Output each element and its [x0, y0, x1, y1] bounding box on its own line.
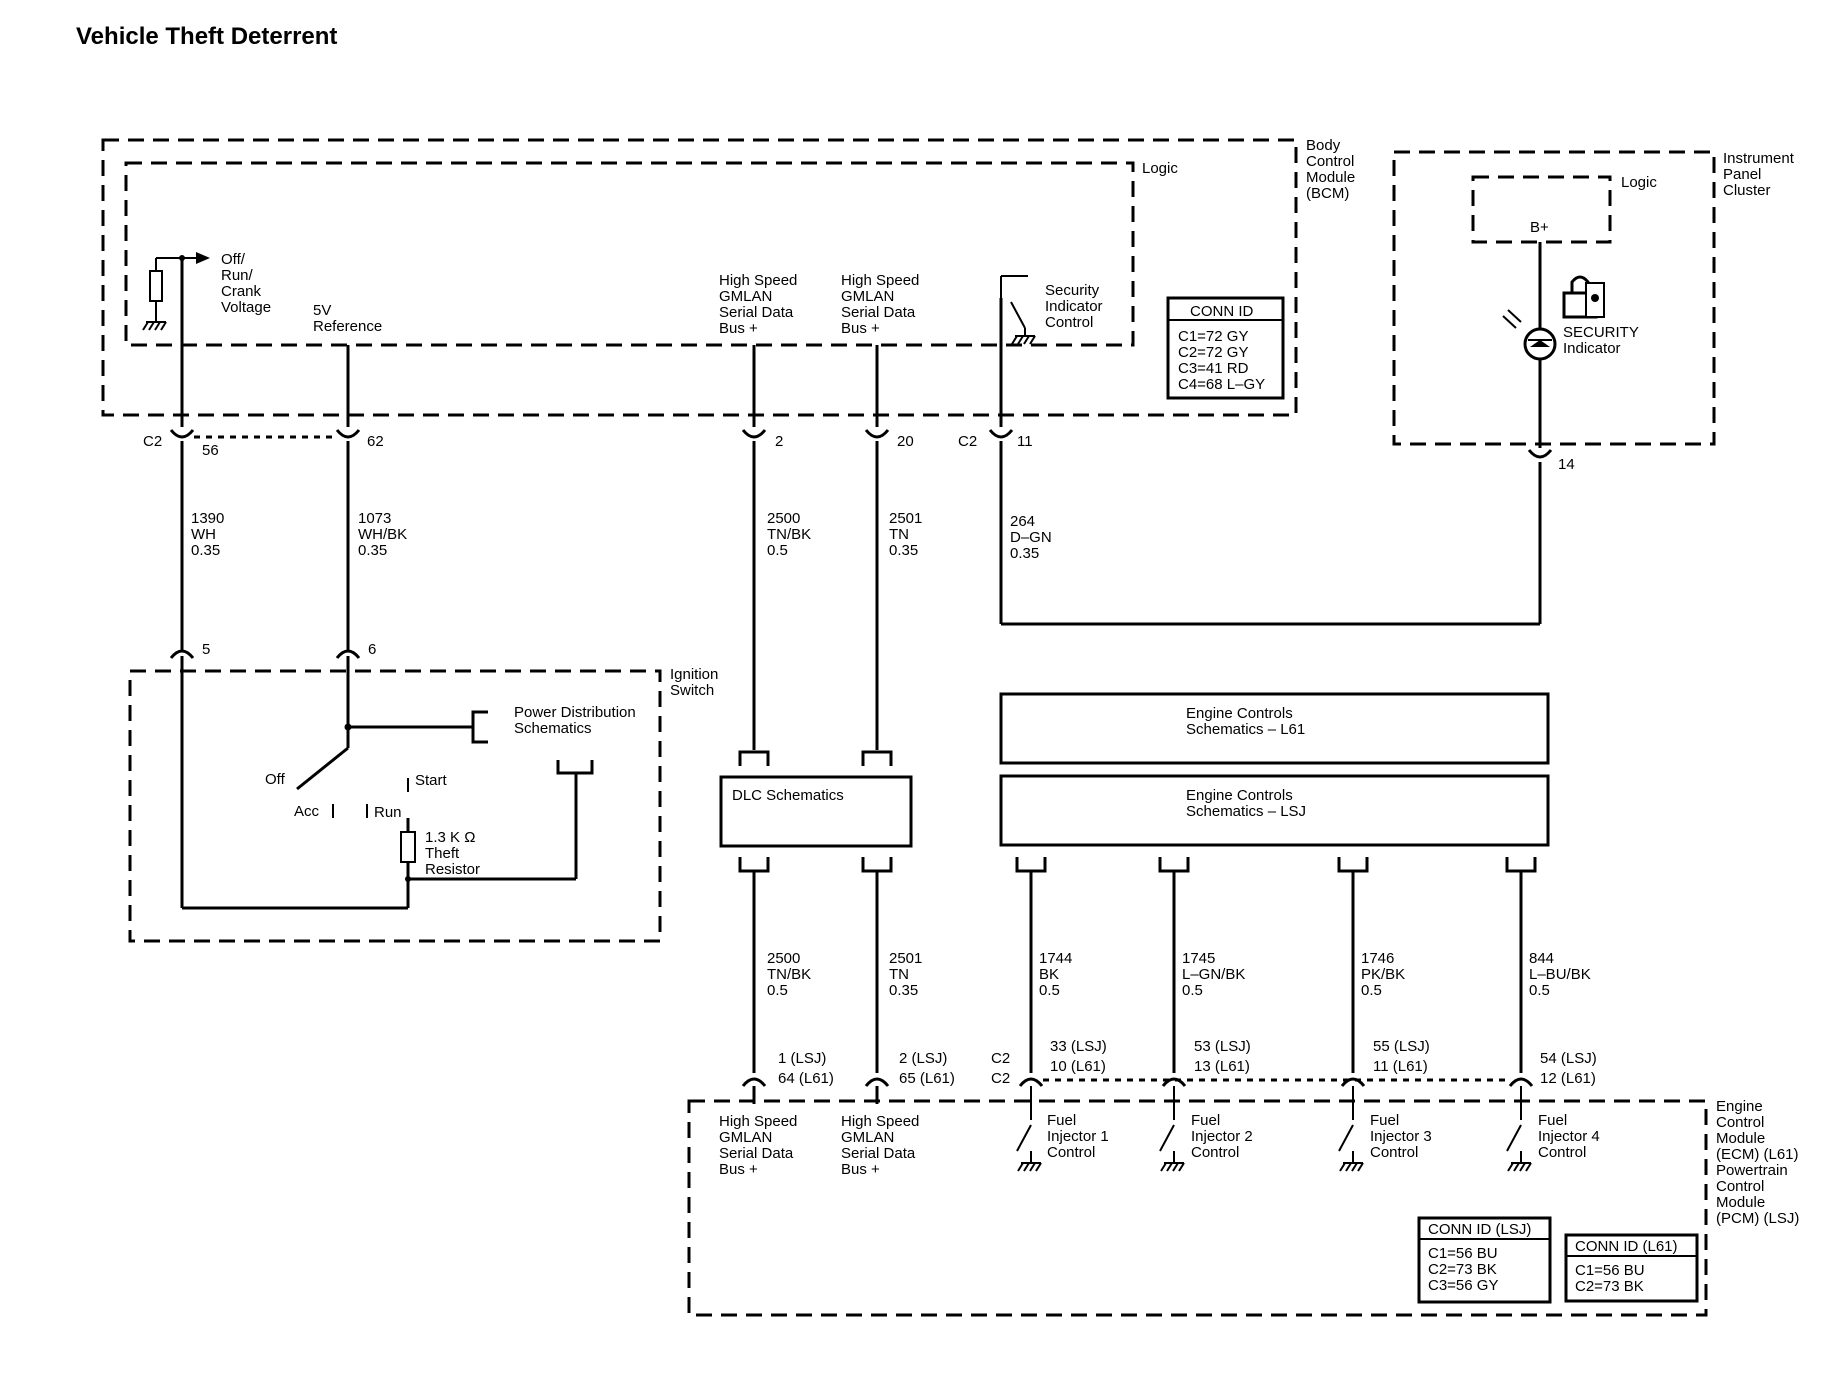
dlc-schematics-box: DLC Schematics [719, 750, 913, 873]
theft-resistor-label: 1.3 K Ω Theft Resistor [425, 829, 480, 878]
injector-1-label: Fuel Injector 1 Control [1047, 1112, 1113, 1161]
off-run-crank-label: Off/ Run/ Crank Voltage [221, 251, 271, 316]
conn-id-lsj-table: CONN ID (LSJ) C1=56 BU C2=73 BK C3=56 GY [1417, 1216, 1552, 1304]
power-dist-label: Power Distribution Schematics [514, 704, 640, 737]
ecm-pcm-module: Engine Control Module (ECM) (L61) Powert… [687, 1086, 1803, 1317]
engine-controls-lsj-box: Engine Controls Schematics – LSJ [999, 774, 1550, 873]
ipc-pin-14: 14 [1558, 456, 1575, 473]
ref-5v-label: 5V Reference [313, 302, 382, 335]
bcm-module: Logic Body Control Module (BCM) Off/ Run… [101, 137, 1359, 417]
bcm-name: Body Control Module (BCM) [1306, 137, 1359, 202]
security-indicator-label: SECURITY Indicator [1563, 324, 1643, 357]
ecm-pin-b: 2 (LSJ) 65 (L61) [899, 1050, 955, 1087]
svg-text:C1=56 BU C2=73 BK: C1=56 BU C2=73 BK [1575, 1262, 1649, 1295]
svg-text:CONN ID (LSJ): CONN ID (LSJ) [1428, 1221, 1531, 1238]
bcm-conn-id-table: CONN ID C1=72 GY C2=72 GY C3=41 RD C4=68… [1166, 296, 1285, 400]
wire-264-label: 264 D–GN 0.35 [1010, 513, 1056, 562]
pin-11: 11 [1017, 433, 1033, 450]
pin-c2-b: C2 [958, 433, 977, 450]
bcm-logic-label: Logic [1142, 160, 1178, 177]
pin-62: 62 [367, 433, 384, 450]
pin-c2-a: C2 [143, 433, 162, 450]
pin-2: 2 [775, 433, 783, 450]
ecm-pin-d: 53 (LSJ) 13 (L61) [1194, 1038, 1255, 1075]
pin-20: 20 [897, 433, 914, 450]
svg-text:C1=72 GY C2=72 GY: C1=72 GY C2=72 GY C3=41 RD C4=68 L–GY [1178, 328, 1265, 393]
pin-56: 56 [202, 442, 219, 459]
wire-2500-top-label: 2500 TN/BK 0.5 [767, 510, 815, 559]
instrument-panel-cluster: Logic B+ Instrument Panel Cluster SECURI… [1392, 150, 1798, 448]
security-control-switch [1000, 275, 1036, 345]
ecm-c2-labels: C2 C2 [991, 1050, 1014, 1087]
switch-start-label: Start [415, 772, 448, 789]
ignition-pin-5: 5 [202, 641, 210, 658]
engine-l61-label: Engine Controls Schematics – L61 [1186, 705, 1305, 738]
off-run-crank-input: Off/ Run/ Crank Voltage [142, 251, 271, 331]
engine-controls-l61-box: Engine Controls Schematics – L61 [999, 692, 1550, 765]
dlc-label: DLC Schematics [732, 787, 844, 804]
ecm-pcm-name: Engine Control Module (ECM) (L61) Powert… [1716, 1098, 1803, 1227]
ecm-hs-bus-1-label: High Speed GMLAN Serial Data Bus + [719, 1113, 802, 1178]
bcm-hs-bus-2-label: High Speed GMLAN Serial Data Bus + [841, 272, 924, 337]
injector-1-driver [1016, 1086, 1042, 1172]
ecm-pin-e: 55 (LSJ) 11 (L61) [1373, 1038, 1434, 1075]
svg-text:CONN ID (L61): CONN ID (L61) [1575, 1238, 1678, 1255]
engine-lsj-label: Engine Controls Schematics – LSJ [1186, 787, 1306, 820]
ipc-bplus-label: B+ [1530, 219, 1549, 236]
ignition-switch: Ignition Switch 5 6 Power Distribution S… [128, 641, 723, 943]
wire-2501-top-label: 2501 TN 0.35 [889, 510, 927, 559]
theft-resistor [400, 760, 594, 908]
wire-844-label: 844 L–BU/BK 0.5 [1529, 950, 1595, 999]
lower-wiring: 2500 TN/BK 0.5 2501 TN 0.35 1744 BK 0.5 … [741, 871, 1601, 1088]
injector-4-driver [1506, 1086, 1532, 1172]
ipc-logic-label: Logic [1621, 174, 1657, 191]
injector-3-label: Fuel Injector 3 Control [1370, 1112, 1436, 1161]
svg-text:C1=56 BU C2=73 BK: C1=56 BU C2=73 BK C3=56 GY [1428, 1245, 1502, 1294]
upper-wiring: C2 56 62 2 20 C2 11 14 1390 WH 0.35 1073… [143, 258, 1575, 750]
security-indicator-lamp [1502, 309, 1557, 361]
ecm-pin-c: 33 (LSJ) 10 (L61) [1050, 1038, 1111, 1075]
switch-run-label: Run [374, 804, 402, 821]
switch-acc-label: Acc [294, 803, 320, 820]
ignition-pin-6: 6 [368, 641, 376, 658]
ipc-name: Instrument Panel Cluster [1723, 150, 1798, 199]
bcm-hs-bus-1-label: High Speed GMLAN Serial Data Bus + [719, 272, 802, 337]
injector-4-label: Fuel Injector 4 Control [1538, 1112, 1604, 1161]
injector-3-driver [1338, 1086, 1364, 1172]
injector-2-label: Fuel Injector 2 Control [1191, 1112, 1257, 1161]
switch-off-label: Off [265, 771, 286, 788]
wire-2501-bottom-label: 2501 TN 0.35 [889, 950, 927, 999]
ecm-pin-f: 54 (LSJ) 12 (L61) [1540, 1050, 1601, 1087]
ecm-pin-a: 1 (LSJ) 64 (L61) [778, 1050, 834, 1087]
wire-1073-label: 1073 WH/BK 0.35 [358, 510, 411, 559]
ignition-switch-label: Ignition Switch [670, 666, 723, 699]
injector-2-driver [1159, 1086, 1185, 1172]
page-title: Vehicle Theft Deterrent [76, 23, 337, 50]
conn-id-l61-table: CONN ID (L61) C1=56 BU C2=73 BK [1564, 1233, 1699, 1303]
ecm-hs-bus-2-label: High Speed GMLAN Serial Data Bus + [841, 1113, 924, 1178]
wire-1746-label: 1746 PK/BK 0.5 [1361, 950, 1409, 999]
wire-1744-label: 1744 BK 0.5 [1039, 950, 1077, 999]
power-dist-connector [471, 710, 488, 744]
svg-text:CONN ID: CONN ID [1190, 303, 1254, 320]
security-control-label: Security Indicator Control [1045, 282, 1107, 331]
wire-2500-bottom-label: 2500 TN/BK 0.5 [767, 950, 815, 999]
wire-1745-label: 1745 L–GN/BK 0.5 [1182, 950, 1250, 999]
wire-1390-label: 1390 WH 0.35 [191, 510, 229, 559]
security-lock-icon [1562, 275, 1605, 319]
